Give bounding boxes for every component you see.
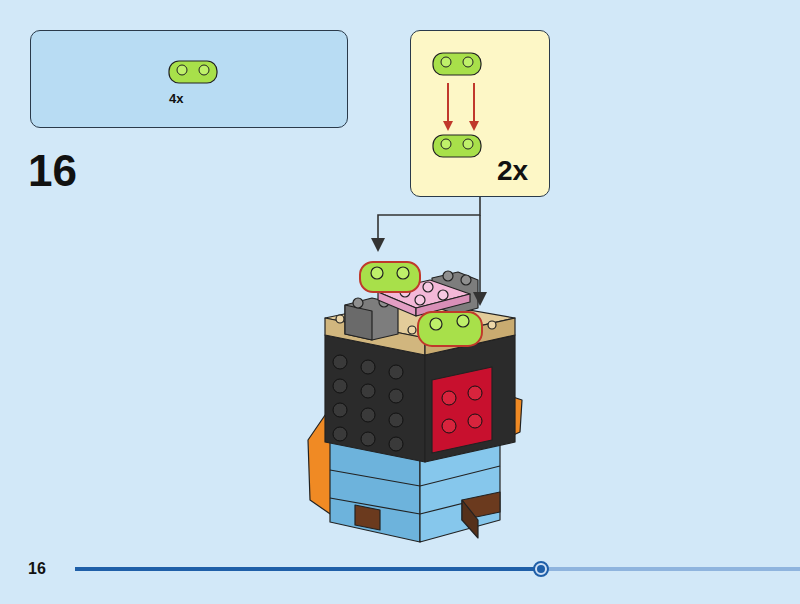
- step-number: 16: [28, 146, 77, 196]
- part-quantity: 4x: [169, 91, 183, 106]
- repeat-count: 2x: [497, 155, 528, 187]
- page-number: 16: [28, 560, 46, 578]
- parts-panel: 4x: [30, 30, 348, 128]
- sub-assembly-callout: 2x: [410, 30, 550, 197]
